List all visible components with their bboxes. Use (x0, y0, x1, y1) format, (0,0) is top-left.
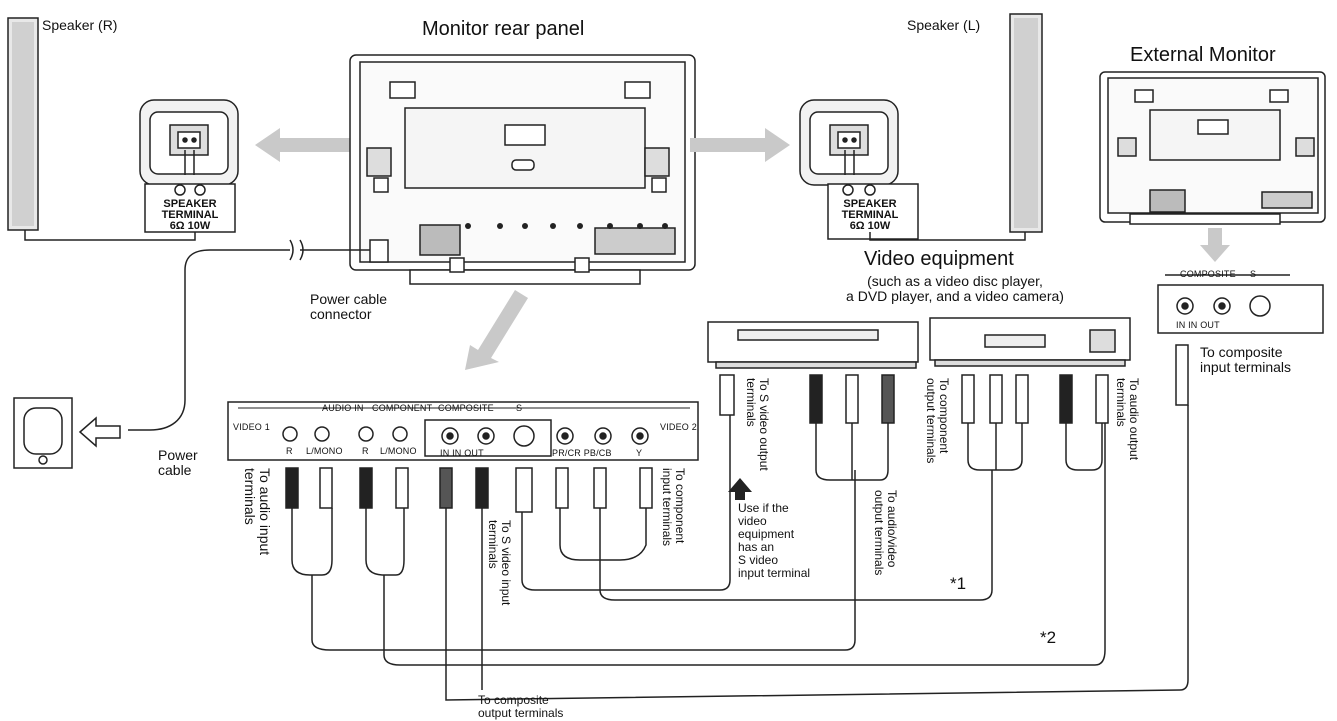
label-to-composite-output: To composite output terminals (478, 693, 564, 720)
label-speaker-terminal-l: SPEAKER TERMINAL 6Ω 10W (841, 198, 899, 232)
arrow-to-input-panel (465, 290, 528, 370)
label-video-equipment-desc: (such as a video disc player, a DVD play… (846, 273, 1064, 304)
arrow-to-speaker-l (690, 128, 790, 162)
label-to-s-video-input: To S video input terminals (486, 520, 513, 606)
panel-r2: R (362, 446, 369, 456)
label-to-composite-input: To composite input terminals (1200, 344, 1292, 375)
label-use-if-svideo: Use if the video equipment has an S vide… (738, 501, 811, 580)
speaker-r-wire (24, 230, 196, 241)
dvd-device (929, 317, 1131, 367)
label-note-1: *1 (950, 574, 967, 593)
power-connector (369, 239, 389, 263)
speaker-l-terminal (799, 99, 919, 240)
monitor-rear (349, 54, 696, 285)
speaker-l-wire (869, 232, 1026, 241)
arrow-to-ext-panel (1200, 228, 1230, 262)
label-power-cable: Power cable (158, 447, 198, 478)
panel-composite: COMPOSITE (438, 403, 494, 413)
panel-in-in-out: IN IN OUT (440, 448, 484, 458)
panel-r: R (286, 446, 293, 456)
power-cable-break (289, 239, 304, 261)
label-speaker-r: Speaker (R) (42, 17, 118, 33)
label-to-audio-video-output: To audio/video output terminals (872, 490, 899, 576)
panel-video1: VIDEO 1 (233, 422, 270, 432)
svideo-note-arrow (728, 478, 752, 500)
panel-component: COMPONENT (372, 403, 433, 413)
label-to-component-output: To component output terminals (924, 378, 951, 464)
label-to-audio-input: To audio input terminals (242, 468, 273, 556)
label-external-monitor: External Monitor (1130, 44, 1276, 66)
speaker-l (1009, 13, 1043, 233)
plug-arrow (78, 416, 121, 448)
label-video-equipment: Video equipment (864, 248, 1014, 270)
label-power-cable-connector: Power cable connector (310, 291, 388, 322)
vcr-device (707, 321, 919, 369)
monitor-input-panel (227, 401, 699, 461)
label-monitor-rear-panel: Monitor rear panel (422, 18, 585, 40)
panel-pr-pb: PR/CR PB/CB (552, 448, 612, 458)
label-speaker-terminal-r: SPEAKER TERMINAL 6Ω 10W (161, 198, 219, 232)
ext-panel-in-out: IN IN OUT (1176, 320, 1220, 330)
label-to-component-input: To component input terminals (660, 468, 687, 547)
panel-video2: VIDEO 2 (660, 422, 697, 432)
arrow-to-speaker-r (255, 128, 370, 162)
speaker-r (7, 17, 39, 231)
ext-panel-composite: COMPOSITE (1180, 269, 1236, 279)
panel-audio-in: AUDIO IN (322, 403, 364, 413)
label-note-2: *2 (1040, 628, 1057, 647)
panel-l-mono: L/MONO (306, 446, 343, 456)
ext-input-panel (1157, 274, 1324, 334)
panel-y: Y (636, 448, 643, 458)
wall-outlet (13, 397, 73, 469)
cables (291, 405, 1189, 701)
power-cable (128, 249, 370, 431)
external-monitor (1099, 71, 1326, 225)
panel-l-mono2: L/MONO (380, 446, 417, 456)
label-to-audio-output: To audio output terminals (1114, 378, 1141, 461)
panel-s: S (516, 403, 523, 413)
ext-panel-s: S (1250, 269, 1257, 279)
speaker-r-terminal (139, 99, 239, 233)
label-speaker-l: Speaker (L) (907, 17, 981, 33)
input-plugs (285, 467, 653, 513)
label-to-s-video-output: To S video output terminals (744, 378, 771, 471)
